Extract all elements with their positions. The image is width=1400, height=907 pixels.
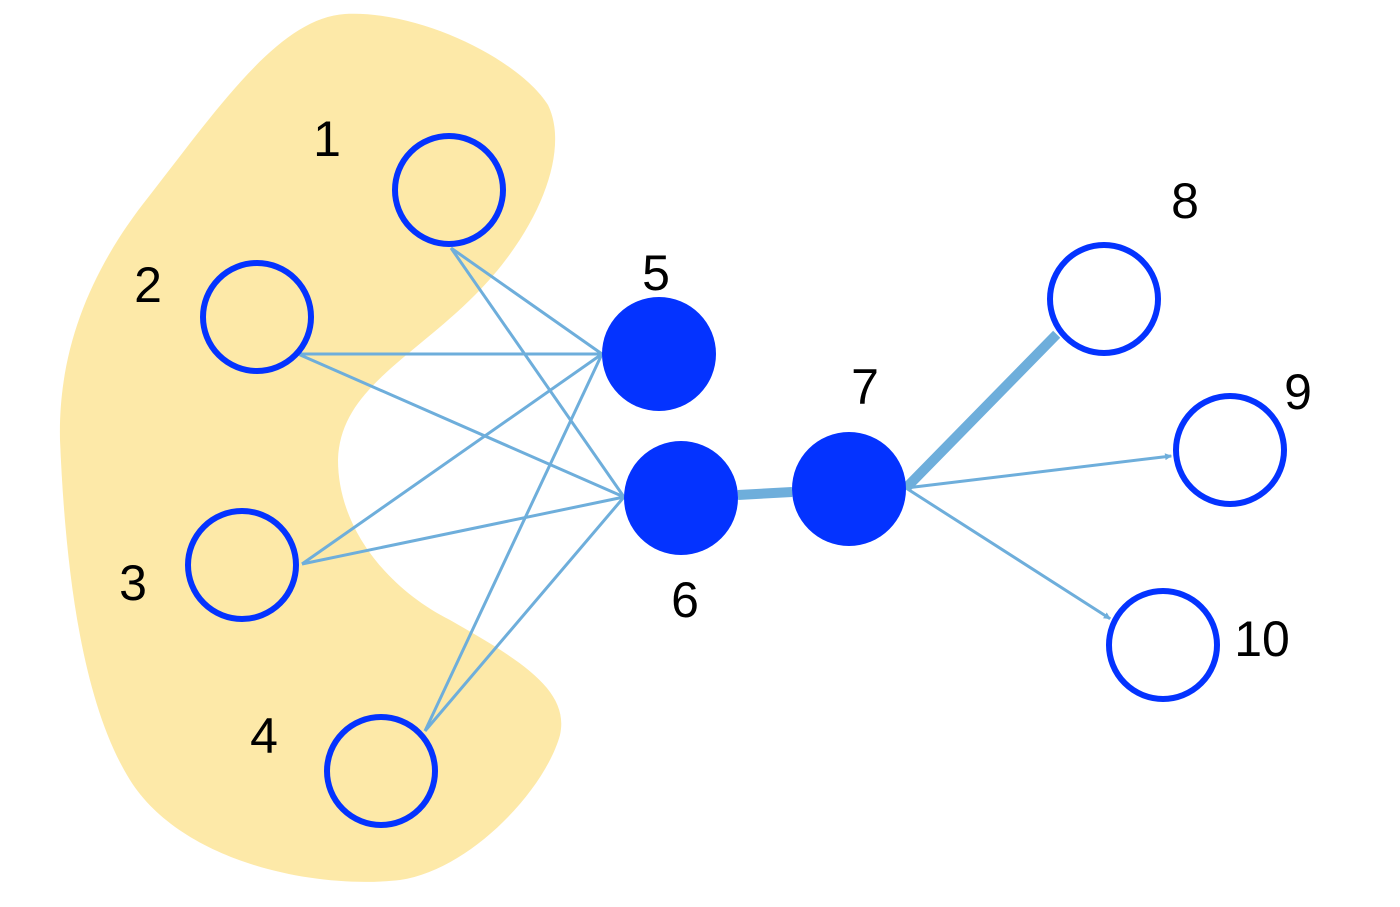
- node-7[interactable]: [792, 432, 906, 546]
- edge-2-6: [297, 352, 625, 499]
- node-5[interactable]: [602, 297, 716, 411]
- node-label-2: 2: [134, 257, 162, 313]
- labels-layer: 1 2 3 4 5 6 7 8 9 10: [119, 111, 1312, 764]
- node-6[interactable]: [624, 441, 738, 555]
- edge-7-8: [902, 330, 1061, 492]
- node-9[interactable]: [1173, 393, 1287, 507]
- node-label-9: 9: [1284, 364, 1312, 420]
- node-label-6: 6: [671, 572, 699, 628]
- nodes-layer: [185, 133, 1287, 828]
- edge-7-10: [905, 486, 1111, 621]
- edge-7-9: [905, 453, 1173, 490]
- node-label-10: 10: [1234, 611, 1290, 667]
- edge-6-7: [737, 487, 793, 500]
- edge-3-5: [301, 352, 603, 566]
- node-label-3: 3: [119, 555, 147, 611]
- node-2[interactable]: [200, 260, 314, 374]
- node-1[interactable]: [392, 133, 506, 247]
- node-label-5: 5: [642, 245, 670, 301]
- edge-3-6: [301, 495, 625, 566]
- node-10[interactable]: [1106, 588, 1220, 702]
- edge-1-6: [449, 247, 626, 498]
- node-label-1: 1: [313, 111, 341, 167]
- node-label-7: 7: [851, 359, 879, 415]
- node-8[interactable]: [1047, 242, 1161, 356]
- node-label-4: 4: [250, 708, 278, 764]
- input-group-region: [59, 13, 562, 882]
- edge-1-5: [450, 246, 603, 356]
- edges-layer: [297, 246, 1173, 732]
- edge-4-6: [423, 496, 626, 732]
- node-3[interactable]: [185, 508, 299, 622]
- node-4[interactable]: [324, 714, 438, 828]
- edge-4-5: [423, 353, 604, 732]
- node-label-8: 8: [1171, 173, 1199, 229]
